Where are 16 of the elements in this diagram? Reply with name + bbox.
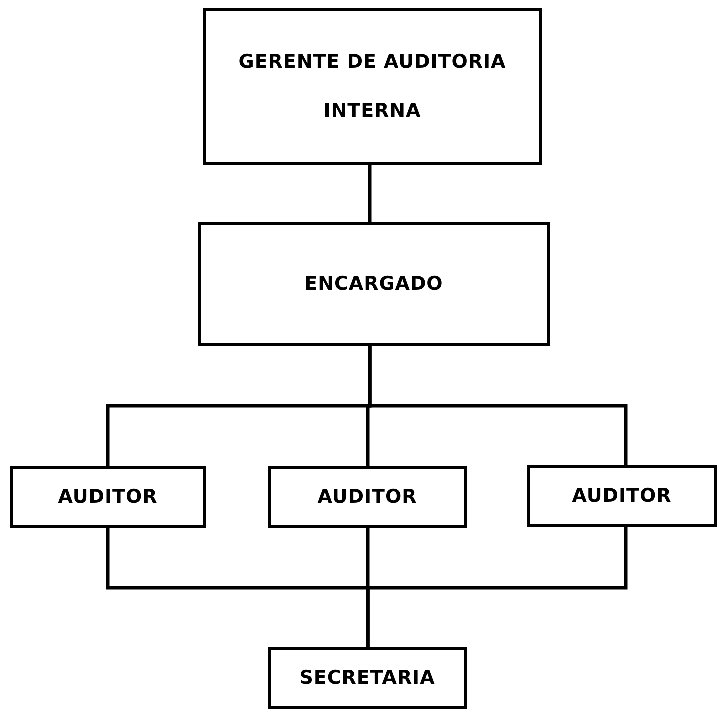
box-label: INTERNA (324, 98, 422, 124)
org-box (527, 465, 717, 527)
box-label: AUDITOR (572, 484, 672, 509)
connector-line (368, 346, 628, 465)
connector-line (366, 527, 628, 647)
box-label: SECRETARIA (300, 666, 436, 691)
box-label: AUDITOR (58, 484, 158, 510)
org-box (10, 466, 206, 528)
org-box (198, 222, 550, 346)
org-box (268, 647, 467, 709)
box-label: AUDITOR (318, 484, 418, 510)
connector-line (368, 165, 372, 222)
org-box (268, 466, 467, 528)
org-box (203, 8, 542, 165)
box-label: ENCARGADO (304, 272, 444, 297)
box-label: GERENTE DE AUDITORIA (238, 50, 506, 75)
